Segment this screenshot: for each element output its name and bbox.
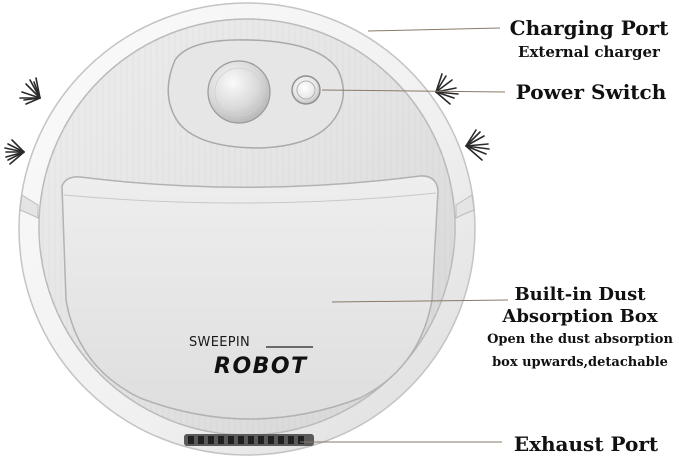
dust-box-label-line2: Absorption Box (502, 306, 658, 327)
exhaust-port-label: Exhaust Port (513, 432, 659, 456)
dust-box-label-line1: Built-in Dust (514, 284, 646, 305)
dust-box-lid (61, 175, 439, 420)
dust-box-leader (331, 299, 509, 303)
callout-charging-port: Charging Port External charger (508, 14, 670, 63)
exhaust-vent-icon (184, 434, 314, 446)
callout-dust-box: Built-in Dust Absorption Box Open the du… (484, 284, 676, 374)
dust-box-detail-line2: box upwards,detachable (492, 355, 668, 370)
power-switch-label: Power Switch (515, 80, 667, 104)
brand-name-line2: ROBOT (214, 354, 308, 379)
side-brush-icon (4, 139, 25, 165)
side-brush-icon (465, 129, 490, 161)
brand-name-line1: SWEEPIN (189, 335, 251, 350)
callout-power-switch: Power Switch (512, 78, 670, 106)
charging-port-label: Charging Port (509, 16, 669, 40)
dust-box-detail-line1: Open the dust absorption (487, 332, 673, 347)
dial-knob-icon (207, 60, 271, 124)
charging-port-detail: External charger (518, 43, 660, 61)
side-brush-icon (435, 73, 459, 105)
power-switch-icon (291, 75, 321, 105)
power-switch-leader (321, 89, 506, 93)
charging-port-leader (367, 27, 501, 32)
side-brush-icon (19, 77, 41, 105)
callout-exhaust-port: Exhaust Port (508, 430, 664, 458)
